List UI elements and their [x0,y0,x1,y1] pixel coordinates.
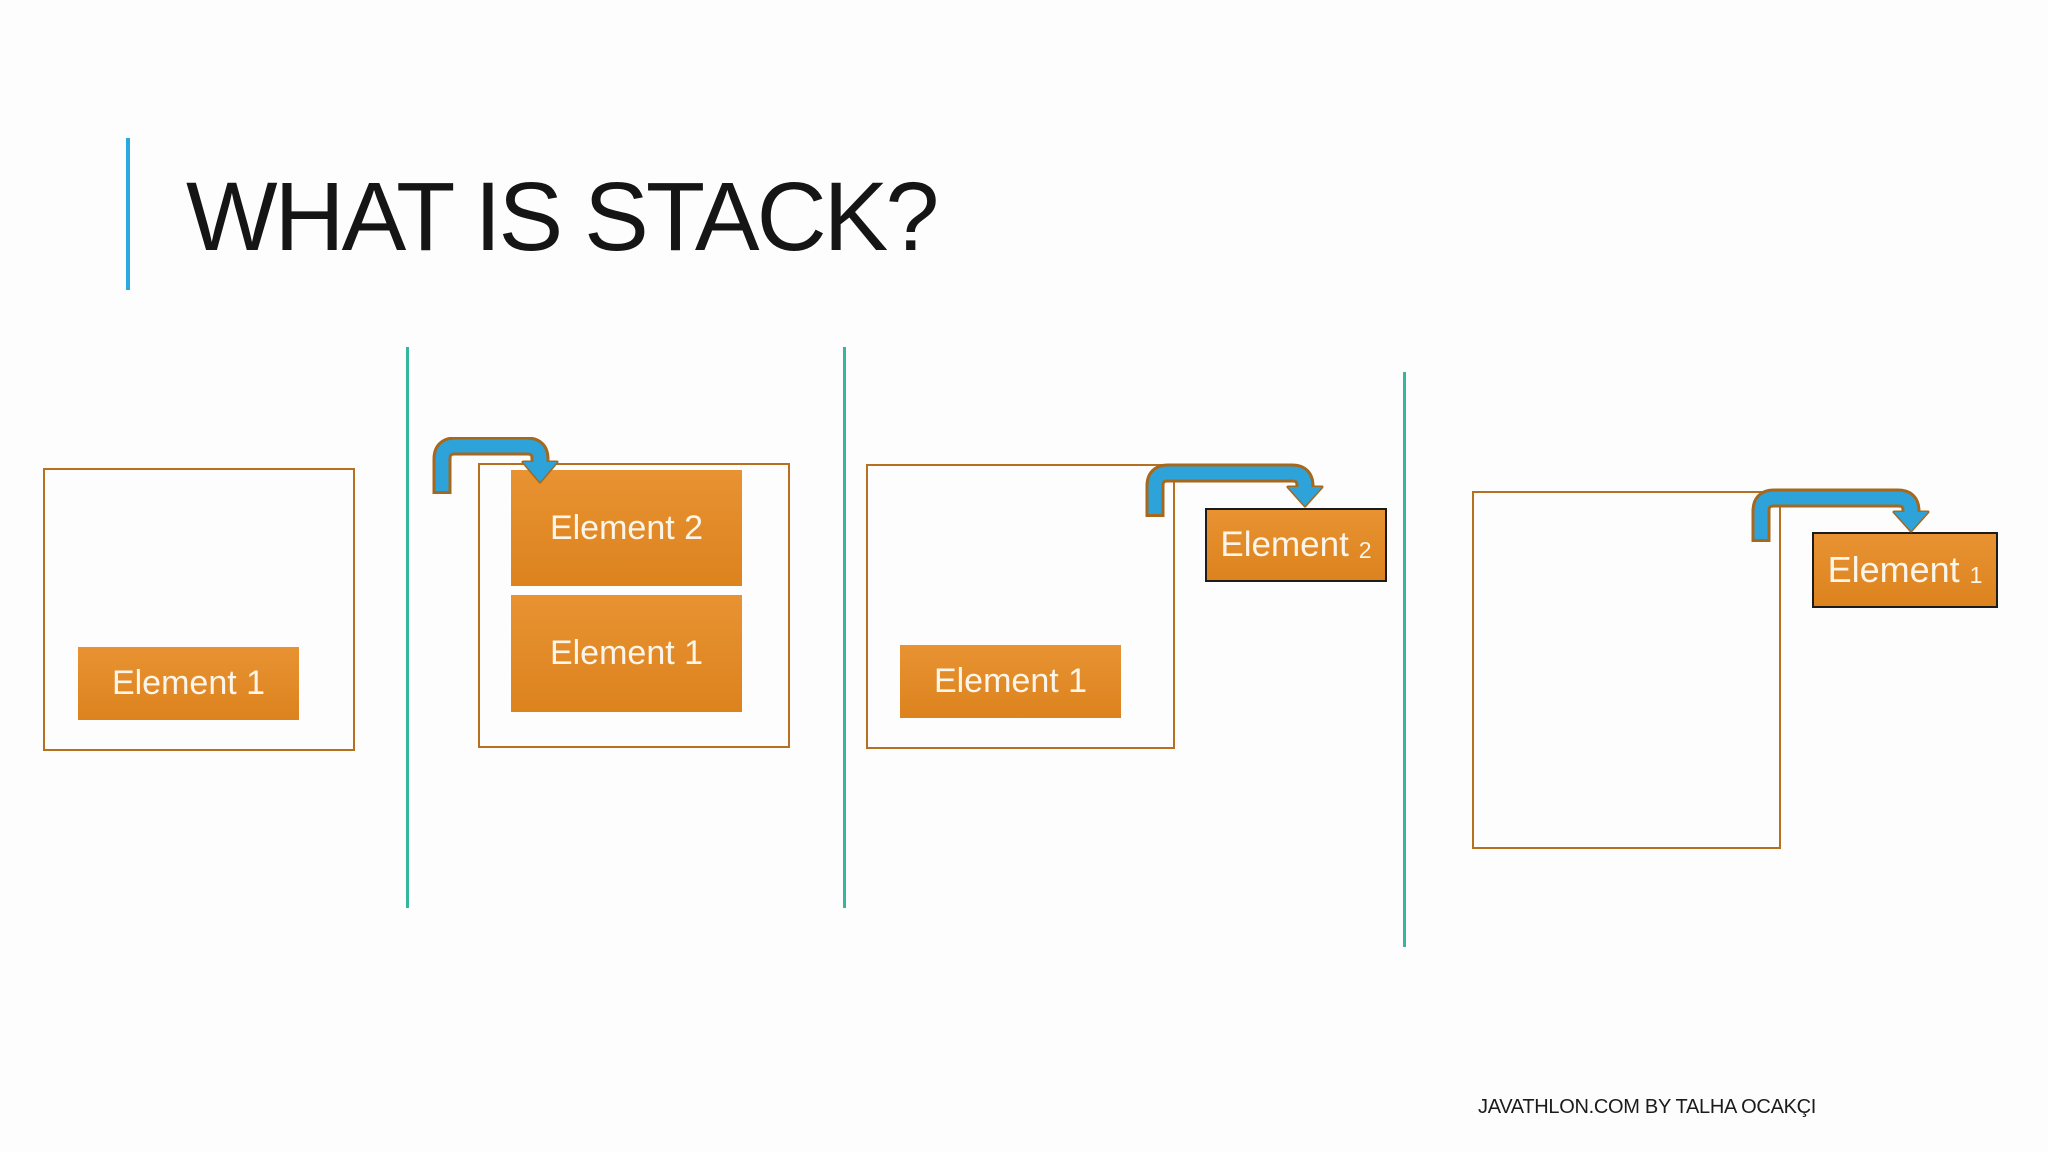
pop-arrow-icon [1145,463,1324,517]
stack-element-label: Element 1 [111,664,266,702]
page-title: WHAT IS STACK? [186,162,939,271]
footer-credit: JAVATHLON.COM BY TALHA OCAKÇI [1478,1096,1817,1118]
push-arrow-icon [432,437,559,494]
stack-container-panel3 [866,464,1175,749]
pop-arrow-icon [1751,488,1930,542]
popped-element-number: 1 [1969,561,1983,588]
stack-element: Element 1 [511,595,742,712]
panel-separator-2 [843,347,846,908]
stack-element: Element 2 [511,470,742,586]
popped-element: Element 1 [1812,532,1998,608]
panel-separator-3 [1403,372,1406,947]
panel-separator-1 [406,347,409,908]
stack-element-label: Element 1 [933,662,1088,700]
stack-container-panel2 [478,463,790,748]
stack-element-label: Element 2 [549,508,704,547]
stack-element: Element 1 [900,645,1121,718]
popped-element-label: Element [1220,525,1349,564]
stack-element-label: Element 1 [549,634,704,672]
popped-element: Element 2 [1205,508,1387,582]
popped-element-label: Element [1827,549,1960,590]
stack-element: Element 1 [78,647,299,720]
stack-container-panel4 [1472,491,1781,849]
title-accent-bar [126,138,130,290]
stack-container-panel1 [43,468,355,751]
popped-element-number: 2 [1358,536,1372,563]
